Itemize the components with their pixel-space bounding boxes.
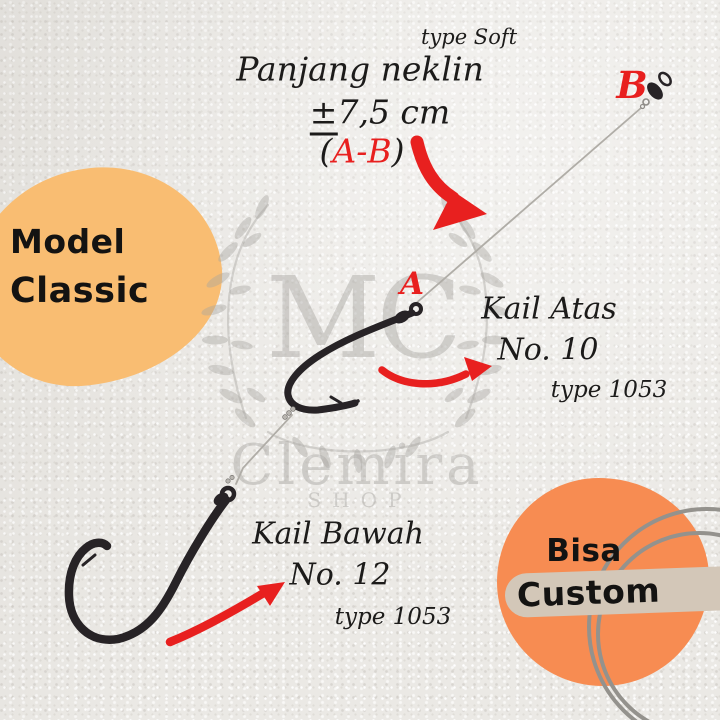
custom-badge-banner: Custom [504, 565, 720, 618]
neckline-length: ±7,5 cm [309, 92, 451, 136]
lower-hook-type: type 1053 [334, 604, 452, 630]
laurel-wreath-watermark: MC Clemira SHOP [201, 195, 509, 512]
watermark-monogram: MC [266, 254, 458, 384]
arrow-to-upper-hook [378, 357, 492, 388]
plus-minus-sign: ± [309, 92, 338, 136]
leader-line [235, 107, 642, 485]
model-badge-line1: Model [10, 222, 126, 261]
ab-close-paren: ) [391, 131, 405, 171]
arrow-to-line [410, 135, 487, 230]
arrow-to-lower-hook [165, 582, 285, 647]
watermark-shop-name: Clemira [230, 433, 483, 498]
decorative-rings [587, 507, 720, 720]
ab-open-paren: ( [319, 131, 333, 171]
swivel [639, 71, 672, 110]
watermark-shop-sub: SHOP [308, 488, 413, 512]
custom-badge-line2: Custom [516, 570, 661, 615]
ab-span-label: (A-B) [320, 132, 405, 171]
custom-badge-line1: Bisa [546, 533, 622, 569]
upper-hook-name: Kail Atas [481, 291, 617, 327]
lower-hook [64, 474, 237, 645]
neckline-title: Panjang neklin [236, 49, 484, 89]
upper-hook [282, 302, 423, 420]
upper-hook-size: No. 10 [497, 332, 599, 368]
upper-hook-type: type 1053 [550, 377, 668, 403]
model-badge-text: Model Classic [10, 218, 149, 317]
point-a-label: A [399, 266, 425, 302]
lower-hook-size: No. 12 [289, 557, 391, 593]
point-b-label: B [616, 63, 648, 107]
type-soft-label: type Soft [420, 25, 518, 49]
model-badge-line2: Classic [10, 270, 150, 311]
lower-hook-name: Kail Bawah [252, 516, 424, 552]
ab-range: A-B [332, 131, 392, 171]
neckline-value: 7,5 cm [337, 92, 451, 132]
